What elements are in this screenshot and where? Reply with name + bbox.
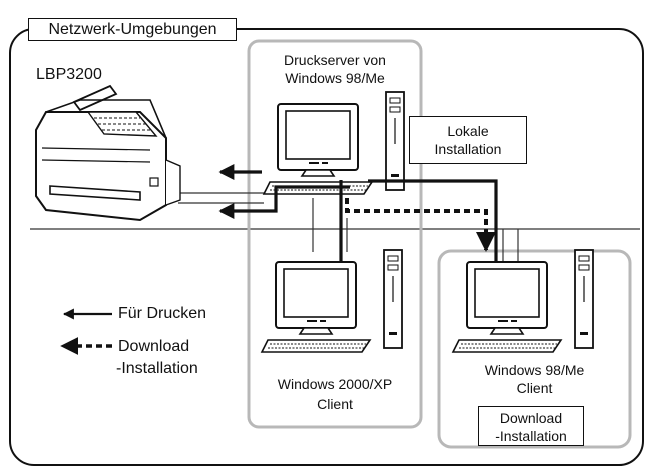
print-server-group-border — [247, 39, 423, 429]
client-98me-group-border — [437, 249, 632, 449]
client-98me-label-line2: Client — [516, 380, 553, 396]
download-install-line2: -Installation — [495, 428, 567, 444]
download-install-box: Download -Installation — [478, 406, 584, 446]
local-install-line2: Installation — [434, 141, 502, 157]
client-98me-computer-icon — [452, 249, 594, 353]
client-2000xp-label-line2: Client — [317, 396, 353, 412]
download-path-arrow — [345, 198, 496, 252]
local-install-box: Lokale Installation — [409, 116, 527, 164]
print-server-computer-icon — [263, 91, 405, 195]
printer-icon — [35, 84, 181, 222]
printer-label: LBP3200 — [36, 66, 102, 83]
legend-download-label-line1: Download — [118, 338, 190, 355]
print-server-label-line1: Druckserver von — [284, 52, 386, 68]
outer-frame — [9, 28, 644, 466]
client-2000xp-label-line1: Windows 2000/XP — [277, 376, 393, 392]
client-98me-label-line1: Windows 98/Me — [484, 362, 585, 378]
legend-printing-label: Für Drucken — [118, 305, 207, 322]
print-server-label-line2: Windows 98/Me — [285, 70, 385, 86]
local-install-line1: Lokale — [447, 123, 489, 139]
print-arrow-lower — [218, 185, 350, 219]
print-path-98me — [368, 179, 498, 262]
diagram-title: Netzwerk-Umgebungen — [28, 18, 237, 41]
client-2000xp-computer-icon — [261, 249, 403, 353]
download-install-line1: Download — [499, 410, 563, 426]
legend-download-label-line2: -Installation — [116, 360, 198, 377]
